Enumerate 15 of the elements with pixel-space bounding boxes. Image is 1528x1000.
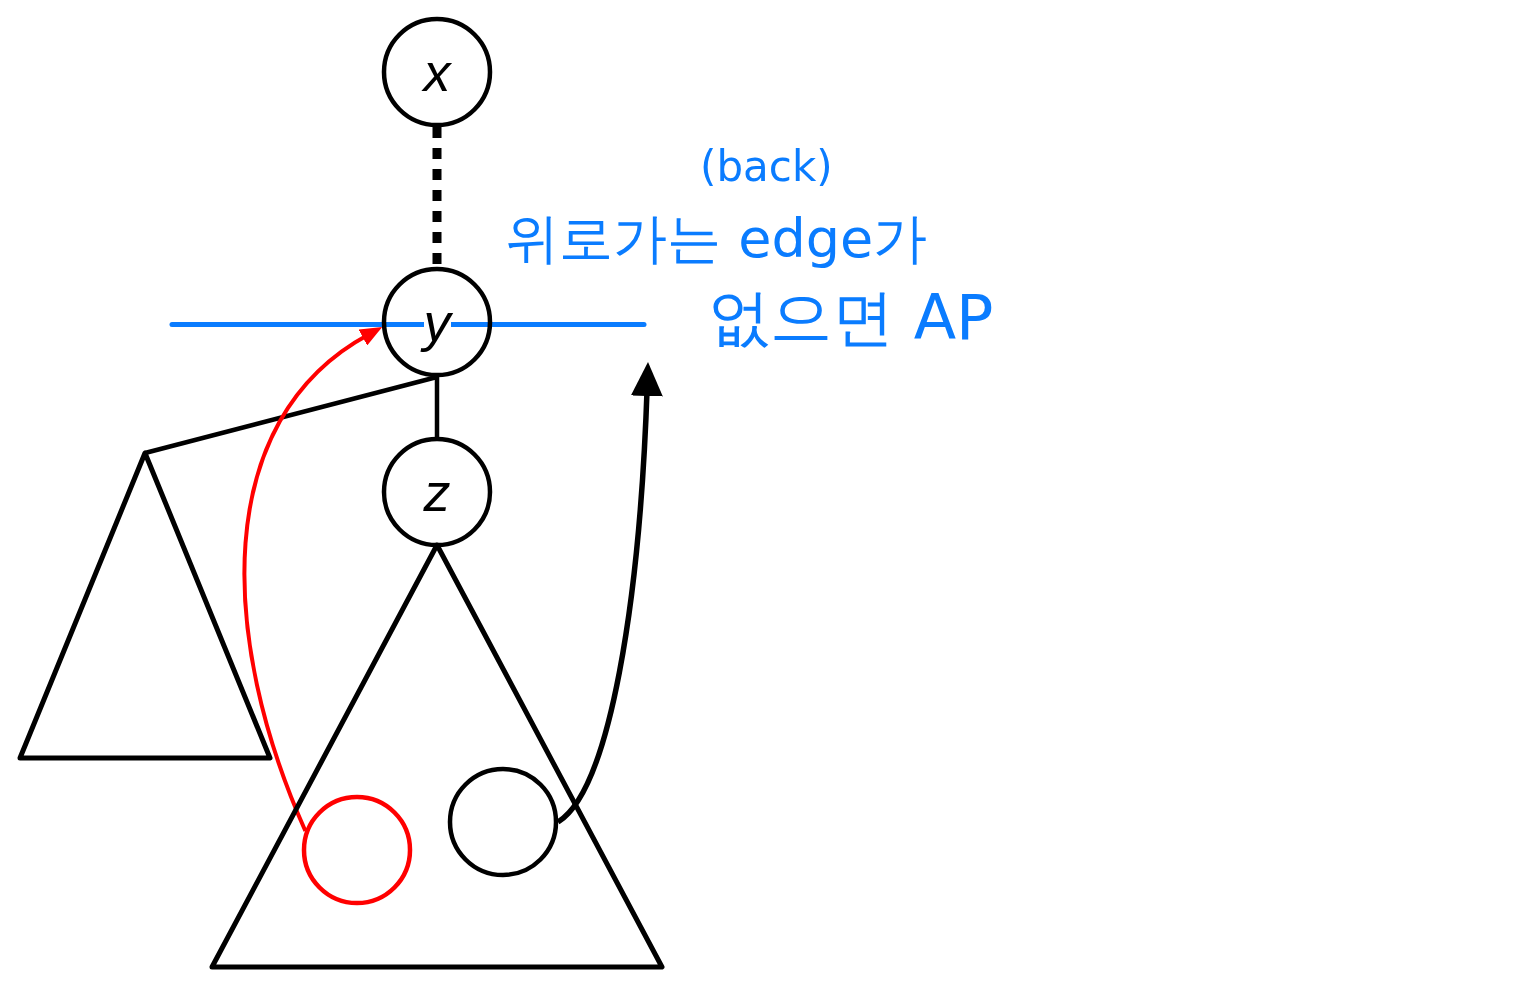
handwritten-note: (back) bbox=[700, 146, 833, 188]
edge-line bbox=[144, 374, 438, 456]
curved-arrow bbox=[242, 325, 382, 832]
curved-arrow bbox=[556, 362, 663, 825]
handwritten-note: 위로가는 edge가 bbox=[505, 212, 928, 266]
circle-node bbox=[447, 766, 559, 878]
subtree-triangle bbox=[17, 450, 273, 761]
circle-node bbox=[381, 436, 493, 548]
handwritten-note: 없으면 AP bbox=[708, 287, 994, 349]
dotted-line bbox=[432, 127, 442, 267]
circle-node bbox=[381, 16, 493, 128]
circle-node bbox=[381, 266, 493, 378]
circle-node bbox=[301, 794, 413, 906]
edge-line bbox=[434, 377, 440, 437]
subtree-triangle bbox=[209, 542, 665, 970]
